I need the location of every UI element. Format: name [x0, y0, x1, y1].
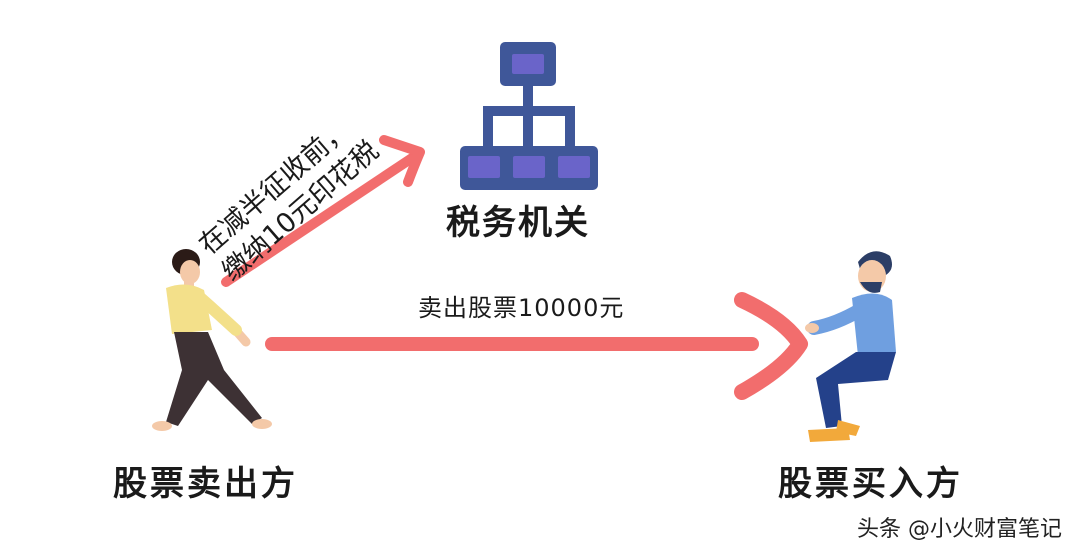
person-walking-icon: [152, 249, 272, 431]
tax-office-label: 税务机关: [446, 203, 590, 243]
seller-label: 股票卖出方: [113, 464, 298, 504]
tax-arrow: [221, 135, 425, 287]
org-chart-icon: [460, 42, 598, 190]
sale-amount-label: 卖出股票10000元: [418, 294, 625, 322]
sale-arrow: [265, 292, 808, 400]
watermark: 头条 @小火财富笔记: [857, 517, 1062, 542]
buyer-label: 股票买入方: [778, 464, 963, 504]
person-sitting-icon: [805, 251, 896, 442]
